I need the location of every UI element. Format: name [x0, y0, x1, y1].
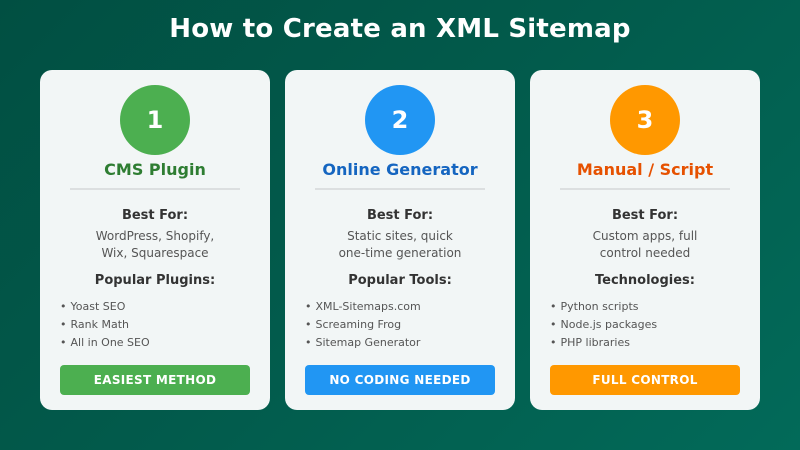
- list-item: •Sitemap Generator: [305, 336, 421, 349]
- list-item: •PHP libraries: [550, 336, 630, 349]
- card-title: Online Generator: [322, 160, 478, 179]
- list-heading: Popular Tools:: [348, 273, 452, 288]
- method-card-cms-plugin: 1 CMS Plugin Best For: WordPress, Shopif…: [40, 70, 270, 410]
- item-list: •Python scripts •Node.js packages •PHP l…: [550, 298, 657, 352]
- best-for-line: Wix, Squarespace: [101, 246, 209, 260]
- best-for-text: WordPress, Shopify, Wix, Squarespace: [40, 228, 270, 262]
- bullet-icon: •: [60, 336, 67, 349]
- best-for-line: Static sites, quick: [347, 229, 453, 243]
- item-list: •XML-Sitemaps.com •Screaming Frog •Sitem…: [305, 298, 421, 352]
- list-heading: Popular Plugins:: [94, 273, 216, 288]
- divider: [315, 188, 485, 190]
- best-for-line: control needed: [599, 246, 691, 260]
- bullet-icon: •: [550, 318, 557, 331]
- list-item: •All in One SEO: [60, 336, 150, 349]
- list-item: •Screaming Frog: [305, 318, 402, 331]
- method-badge: NO CODING NEEDED: [305, 365, 495, 395]
- bullet-icon: •: [60, 318, 67, 331]
- bullet-icon: •: [550, 300, 557, 313]
- best-for-heading: Best For:: [366, 208, 434, 223]
- divider: [560, 188, 730, 190]
- divider: [70, 188, 240, 190]
- best-for-text: Custom apps, full control needed: [530, 228, 760, 262]
- bullet-icon: •: [60, 300, 67, 313]
- list-item: •Yoast SEO: [60, 300, 126, 313]
- best-for-heading: Best For:: [121, 208, 189, 223]
- best-for-heading: Best For:: [611, 208, 679, 223]
- card-title: CMS Plugin: [104, 160, 206, 179]
- bullet-icon: •: [305, 300, 312, 313]
- list-item: •XML-Sitemaps.com: [305, 300, 421, 313]
- best-for-line: WordPress, Shopify,: [95, 229, 215, 243]
- list-item: •Rank Math: [60, 318, 129, 331]
- item-list: •Yoast SEO •Rank Math •All in One SEO: [60, 298, 150, 352]
- page-title: How to Create an XML Sitemap: [169, 14, 631, 44]
- list-item: •Python scripts: [550, 300, 639, 313]
- method-card-manual-script: 3 Manual / Script Best For: Custom apps,…: [530, 70, 760, 410]
- step-number-badge: 3: [610, 85, 680, 155]
- method-card-online-generator: 2 Online Generator Best For: Static site…: [285, 70, 515, 410]
- best-for-line: one-time generation: [338, 246, 462, 260]
- card-title: Manual / Script: [576, 160, 714, 179]
- bullet-icon: •: [305, 318, 312, 331]
- bullet-icon: •: [305, 336, 312, 349]
- list-heading: Technologies:: [594, 273, 695, 288]
- step-number-badge: 1: [120, 85, 190, 155]
- best-for-text: Static sites, quick one-time generation: [285, 228, 515, 262]
- best-for-line: Custom apps, full: [592, 229, 698, 243]
- step-number-badge: 2: [365, 85, 435, 155]
- method-badge: EASIEST METHOD: [60, 365, 250, 395]
- method-badge: FULL CONTROL: [550, 365, 740, 395]
- list-item: •Node.js packages: [550, 318, 658, 331]
- bullet-icon: •: [550, 336, 557, 349]
